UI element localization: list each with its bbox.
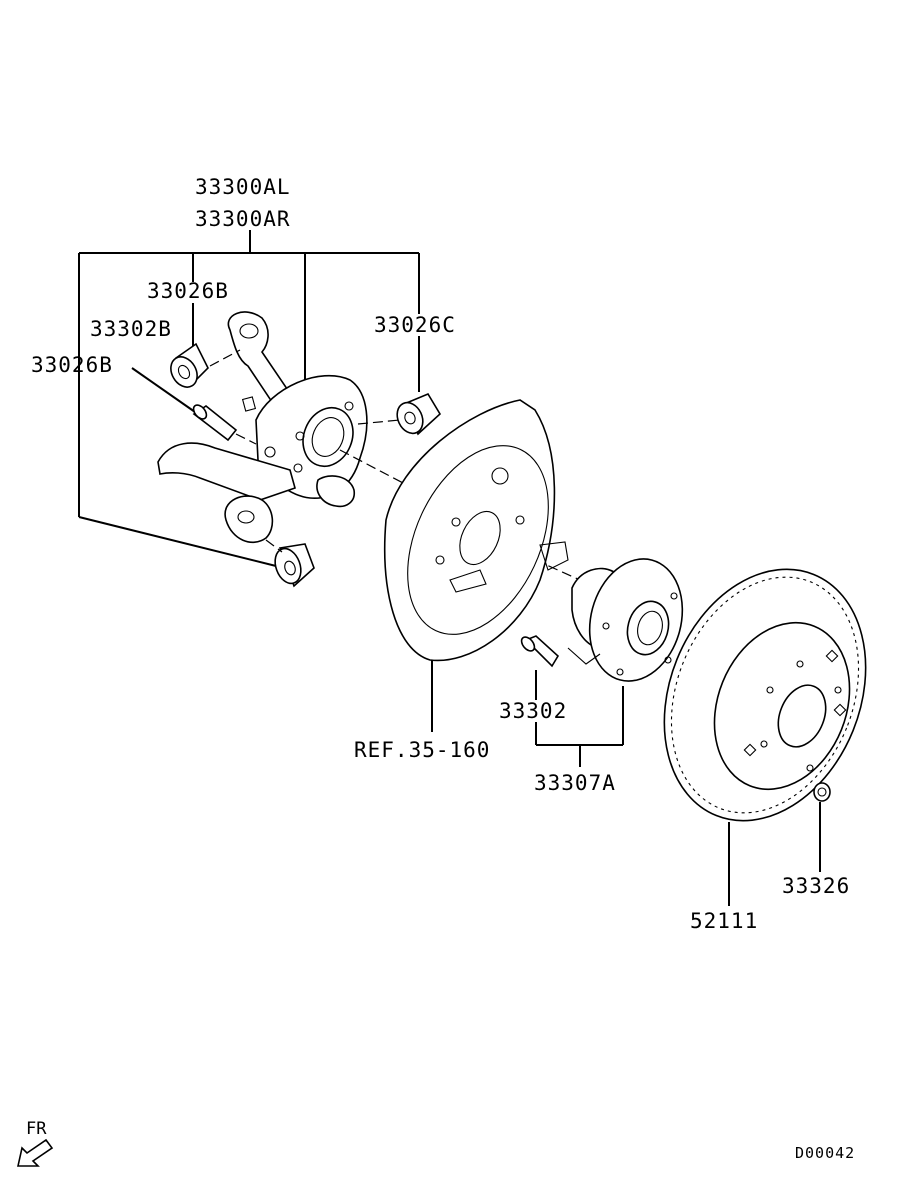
bushing-upper-33026b — [170, 342, 209, 388]
label-52111: 52111 — [690, 909, 758, 933]
bushing-right-33026c — [396, 392, 442, 436]
label-33026b-upper: 33026B — [147, 279, 229, 303]
bolt-33302b — [192, 404, 238, 442]
label-33026c: 33026C — [374, 313, 456, 337]
knuckle-assembly — [157, 311, 368, 544]
hub-bolt-33302 — [520, 635, 560, 668]
label-33026b-left: 33026B — [31, 353, 113, 377]
hub-assembly-33307a — [567, 558, 684, 682]
part-labels: 33300AL 33300AR 33026B 33302B 33026B 330… — [31, 175, 850, 933]
brake-rotor-52111 — [663, 568, 867, 822]
bushing-left-33026b — [274, 543, 315, 588]
label-ref-35-160: REF.35-160 — [354, 738, 490, 762]
backing-plate — [383, 399, 569, 662]
screw-33326 — [813, 782, 831, 802]
label-33302: 33302 — [499, 699, 567, 723]
front-direction-marker: FR — [17, 1119, 54, 1167]
label-33307a: 33307A — [534, 771, 616, 795]
label-33300ar: 33300AR — [195, 207, 291, 231]
diagram-code: D00042 — [795, 1144, 855, 1162]
leader-lines — [78, 230, 821, 906]
fr-label: FR — [26, 1119, 47, 1139]
label-33326: 33326 — [782, 874, 850, 898]
front-arrow-icon — [17, 1138, 54, 1167]
label-33302b: 33302B — [90, 317, 172, 341]
label-33300al: 33300AL — [195, 175, 291, 199]
